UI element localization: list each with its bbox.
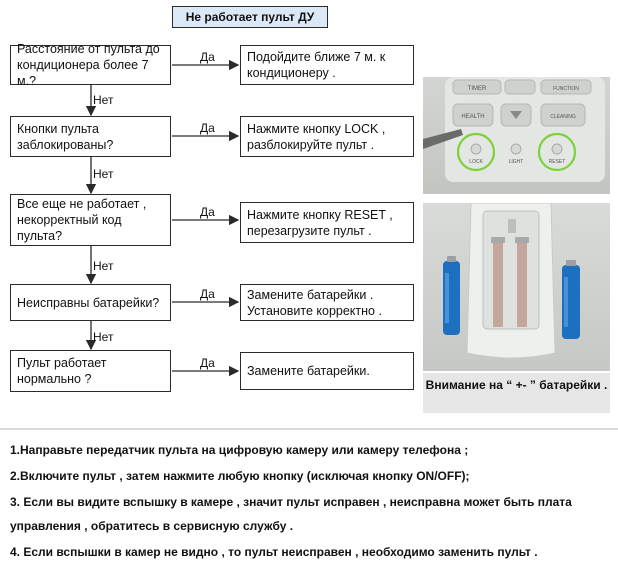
button-health-label: HEALTH — [461, 114, 484, 120]
battery-left-icon — [443, 256, 460, 335]
no-label: Нет — [93, 167, 113, 181]
divider — [0, 428, 618, 430]
yes-label: Да — [200, 356, 215, 370]
no-label: Нет — [93, 93, 113, 107]
action-text: Замените батарейки . Установите корректн… — [247, 287, 407, 319]
remote-buttons-photo: TIMER FUNCTION HEALTH CLEANING LOCK LIGH… — [423, 77, 610, 194]
action-text: Подойдите ближе 7 м. к кондиционеру . — [247, 49, 407, 81]
action-box-2: Нажмите кнопку LOCK , разблокируйте пуль… — [240, 116, 414, 157]
question-box-4: Неисправны батарейки? — [10, 284, 171, 321]
question-text: Кнопки пульта заблокированы? — [17, 121, 164, 153]
instruction-item: 2.Включите пульт , затем нажмите любую к… — [10, 464, 610, 488]
instruction-item: 3. Если вы видите вспышку в камере , зна… — [10, 490, 610, 538]
question-text: Все еще не работает , некорректный код п… — [17, 196, 164, 244]
button-lock-label: LOCK — [469, 159, 483, 165]
question-text: Пульт работает нормально ? — [17, 355, 164, 387]
action-text: Нажмите кнопку LOCK , разблокируйте пуль… — [247, 121, 407, 153]
instruction-item: 4. Если вспышки в камер не видно , то пу… — [10, 540, 610, 564]
action-box-1: Подойдите ближе 7 м. к кондиционеру . — [240, 45, 414, 85]
question-box-5: Пульт работает нормально ? — [10, 350, 171, 392]
action-text: Замените батарейки. — [247, 363, 407, 379]
yes-label: Да — [200, 121, 215, 135]
question-text: Расстояние от пульта до кондиционера бол… — [17, 41, 164, 89]
yes-label: Да — [200, 50, 215, 64]
button-cleaning-label: CLEANING — [550, 114, 576, 120]
yes-label: Да — [200, 205, 215, 219]
yes-label: Да — [200, 287, 215, 301]
no-label: Нет — [93, 330, 113, 344]
battery-compartment-photo — [423, 203, 610, 371]
button-timer-label: TIMER — [468, 86, 487, 92]
button-function-label: FUNCTION — [553, 86, 579, 92]
battery-right-icon — [562, 260, 580, 339]
question-box-2: Кнопки пульта заблокированы? — [10, 116, 171, 157]
action-box-5: Замените батарейки. — [240, 352, 414, 390]
instruction-item: 1.Направьте передатчик пульта на цифрову… — [10, 438, 610, 462]
action-text: Нажмите кнопку RESET , перезагрузите пул… — [247, 207, 407, 239]
button-reset-label: RESET — [549, 159, 566, 165]
action-box-4: Замените батарейки . Установите корректн… — [240, 284, 414, 321]
instructions-list: 1.Направьте передатчик пульта на цифрову… — [10, 438, 610, 566]
question-box-3: Все еще не работает , некорректный код п… — [10, 194, 171, 246]
action-box-3: Нажмите кнопку RESET , перезагрузите пул… — [240, 202, 414, 243]
button-light-label: LIGHT — [509, 159, 524, 165]
question-text: Неисправны батарейки? — [17, 295, 164, 311]
battery-polarity-note: Внимание на “ +- ” батарейки . — [423, 373, 610, 413]
no-label: Нет — [93, 259, 113, 273]
question-box-1: Расстояние от пульта до кондиционера бол… — [10, 45, 171, 85]
